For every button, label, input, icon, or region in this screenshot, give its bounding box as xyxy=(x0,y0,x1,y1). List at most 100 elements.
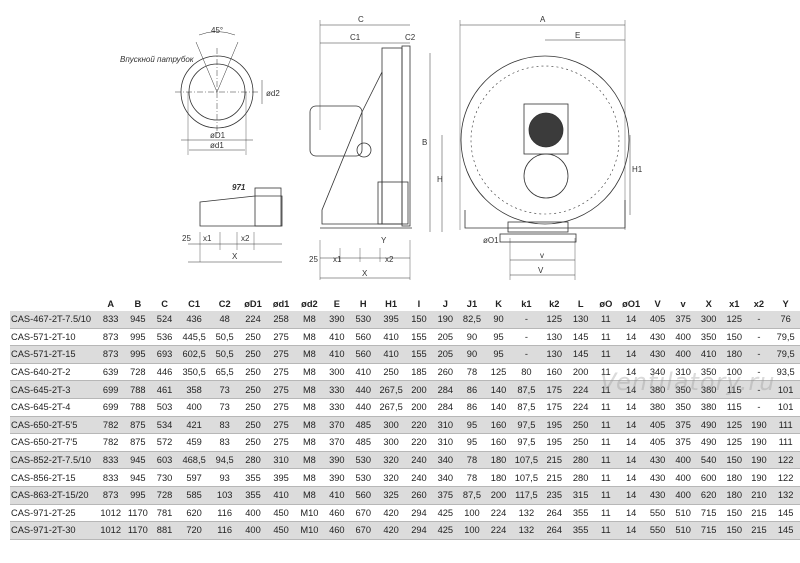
value-cell: 330 xyxy=(323,380,351,399)
value-cell: 250 xyxy=(238,416,268,434)
value-cell: 83 xyxy=(210,416,239,434)
value-cell: M8 xyxy=(295,345,324,364)
value-cell: 782 xyxy=(97,416,125,434)
value-cell: 600 xyxy=(700,472,717,483)
value-cell: 14 xyxy=(625,402,637,413)
column-header: øO1 xyxy=(622,298,641,309)
value-cell: 180 xyxy=(490,472,507,483)
value-cell: 250 xyxy=(245,367,261,378)
value-cell: - xyxy=(511,345,542,364)
model-cell: CAS-863-2T-15/20 xyxy=(10,486,98,505)
value-cell: 310 xyxy=(432,416,459,434)
value-cell: 400 xyxy=(186,402,202,413)
value-cell: 390 xyxy=(323,311,351,329)
dim-X-b: X xyxy=(362,269,368,278)
dim-H1: H1 xyxy=(632,165,643,174)
value-cell: 410 xyxy=(383,331,399,342)
value-cell: 220 xyxy=(405,416,433,434)
dim-x1-a: x1 xyxy=(203,234,212,243)
value-cell: 200 xyxy=(572,367,589,378)
column-header: C xyxy=(161,298,168,309)
column-header: K xyxy=(495,298,502,309)
value-cell: 180 xyxy=(721,486,747,505)
angle-label: 45° xyxy=(211,26,223,35)
value-cell: M8 xyxy=(302,367,316,378)
value-cell: 350 xyxy=(675,402,691,413)
value-cell: 275 xyxy=(273,437,289,448)
value-cell: 78 xyxy=(458,451,486,469)
value-cell: 14 xyxy=(617,521,645,540)
value-cell: 205 xyxy=(432,345,459,364)
value-cell: 116 xyxy=(210,521,239,540)
value-cell: 14 xyxy=(617,345,645,364)
column-header: J xyxy=(442,298,448,309)
value-cell: 585 xyxy=(177,486,211,505)
value-cell: 881 xyxy=(151,521,178,540)
value-cell: 597 xyxy=(186,472,202,483)
value-cell: 400 xyxy=(238,521,268,540)
value-cell: 781 xyxy=(156,507,173,518)
value-cell: 873 xyxy=(97,345,125,364)
value-cell: 175 xyxy=(541,380,568,399)
value-cell: 1170 xyxy=(127,507,148,518)
value-cell: 11 xyxy=(601,367,611,378)
value-cell: 195 xyxy=(541,416,568,434)
value-cell: 94,5 xyxy=(210,451,239,469)
value-cell: 410 xyxy=(329,331,345,342)
value-cell: 83 xyxy=(219,437,230,448)
value-cell: 1012 xyxy=(97,521,125,540)
value-cell: 200 xyxy=(411,402,427,413)
value-cell: 370 xyxy=(323,416,351,434)
value-cell: 833 xyxy=(97,311,125,329)
value-cell: 524 xyxy=(151,311,178,329)
value-cell: 788 xyxy=(124,380,152,399)
value-cell: 330 xyxy=(329,402,345,413)
value-cell: 875 xyxy=(130,437,146,448)
value-cell: 275 xyxy=(273,402,289,413)
value-cell: 95 xyxy=(485,345,512,364)
value-cell: 485 xyxy=(350,416,377,434)
value-cell: 100 xyxy=(458,521,486,540)
value-cell: 440 xyxy=(355,402,372,413)
model-cell: CAS-650-2T-5'5 xyxy=(10,416,98,434)
dim-d2: ød2 xyxy=(266,89,280,98)
model-cell: CAS-645-2T-3 xyxy=(10,380,98,399)
value-cell: M8 xyxy=(302,402,316,413)
value-cell: 400 xyxy=(245,507,261,518)
value-cell: M8 xyxy=(295,486,324,505)
value-cell: 410 xyxy=(355,367,372,378)
value-cell: 195 xyxy=(546,437,562,448)
value-cell: 122 xyxy=(777,472,794,483)
value-cell: 284 xyxy=(437,402,454,413)
model-cell: CAS-645-2T-4 xyxy=(11,402,71,413)
value-cell: 395 xyxy=(376,311,406,329)
value-cell: 460 xyxy=(323,521,351,540)
value-cell: 550 xyxy=(644,521,671,540)
value-cell: 550 xyxy=(649,507,666,518)
value-cell: 11 xyxy=(593,311,618,329)
value-cell: 190 xyxy=(746,416,772,434)
value-cell: 65,5 xyxy=(215,367,234,378)
value-cell: - xyxy=(746,311,772,329)
value-cell: M10 xyxy=(295,521,324,540)
model-label: 971 xyxy=(232,183,246,192)
column-header xyxy=(10,296,97,311)
value-cell: 430 xyxy=(649,472,666,483)
value-cell: 235 xyxy=(541,486,568,505)
value-cell: 250 xyxy=(238,345,268,364)
model-cell: CAS-650-2T-7'5 xyxy=(11,437,78,448)
value-cell: 350 xyxy=(700,367,717,378)
column-header: Y xyxy=(782,298,789,309)
value-cell: - xyxy=(524,331,528,342)
value-cell: 132 xyxy=(518,507,535,518)
value-cell: 788 xyxy=(130,402,146,413)
value-cell: 430 xyxy=(644,451,671,469)
value-cell: 125 xyxy=(541,311,568,329)
dim-Y: Y xyxy=(381,236,387,245)
value-cell: 122 xyxy=(771,451,800,469)
